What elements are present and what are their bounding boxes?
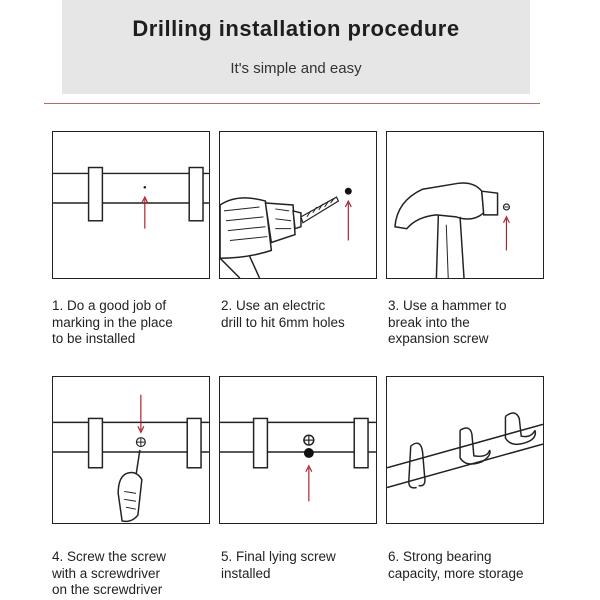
step-3-illustration <box>386 131 544 279</box>
step-6-illustration <box>386 376 544 524</box>
hook-rack-icon <box>387 412 543 489</box>
step-5-caption: 5. Final lying screw installed <box>221 549 336 581</box>
screwdriver-icon <box>53 394 209 523</box>
header-banner: Drilling installation procedure It's sim… <box>62 0 530 94</box>
step-1-illustration <box>52 131 210 279</box>
step-6-caption: 6. Strong bearing capacity, more storage <box>388 549 524 581</box>
electric-drill-icon <box>220 187 352 278</box>
header-divider <box>44 103 540 104</box>
page-title: Drilling installation procedure <box>132 16 460 41</box>
step-2-illustration <box>219 131 377 279</box>
step-5-illustration <box>219 376 377 524</box>
hammer-icon <box>394 182 510 278</box>
installed-screw-icon <box>220 417 376 502</box>
step-4-caption: 4. Screw the screw with a screwdriver on… <box>52 549 167 597</box>
marking-icon <box>53 166 209 229</box>
step-1-caption: 1. Do a good job of marking in the place… <box>52 298 173 346</box>
step-2-caption: 2. Use an electric drill to hit 6mm hole… <box>221 298 345 330</box>
step-3-caption: 3. Use a hammer to break into the expans… <box>388 298 507 346</box>
step-4-illustration <box>52 376 210 524</box>
page-subtitle: It's simple and easy <box>230 60 362 77</box>
